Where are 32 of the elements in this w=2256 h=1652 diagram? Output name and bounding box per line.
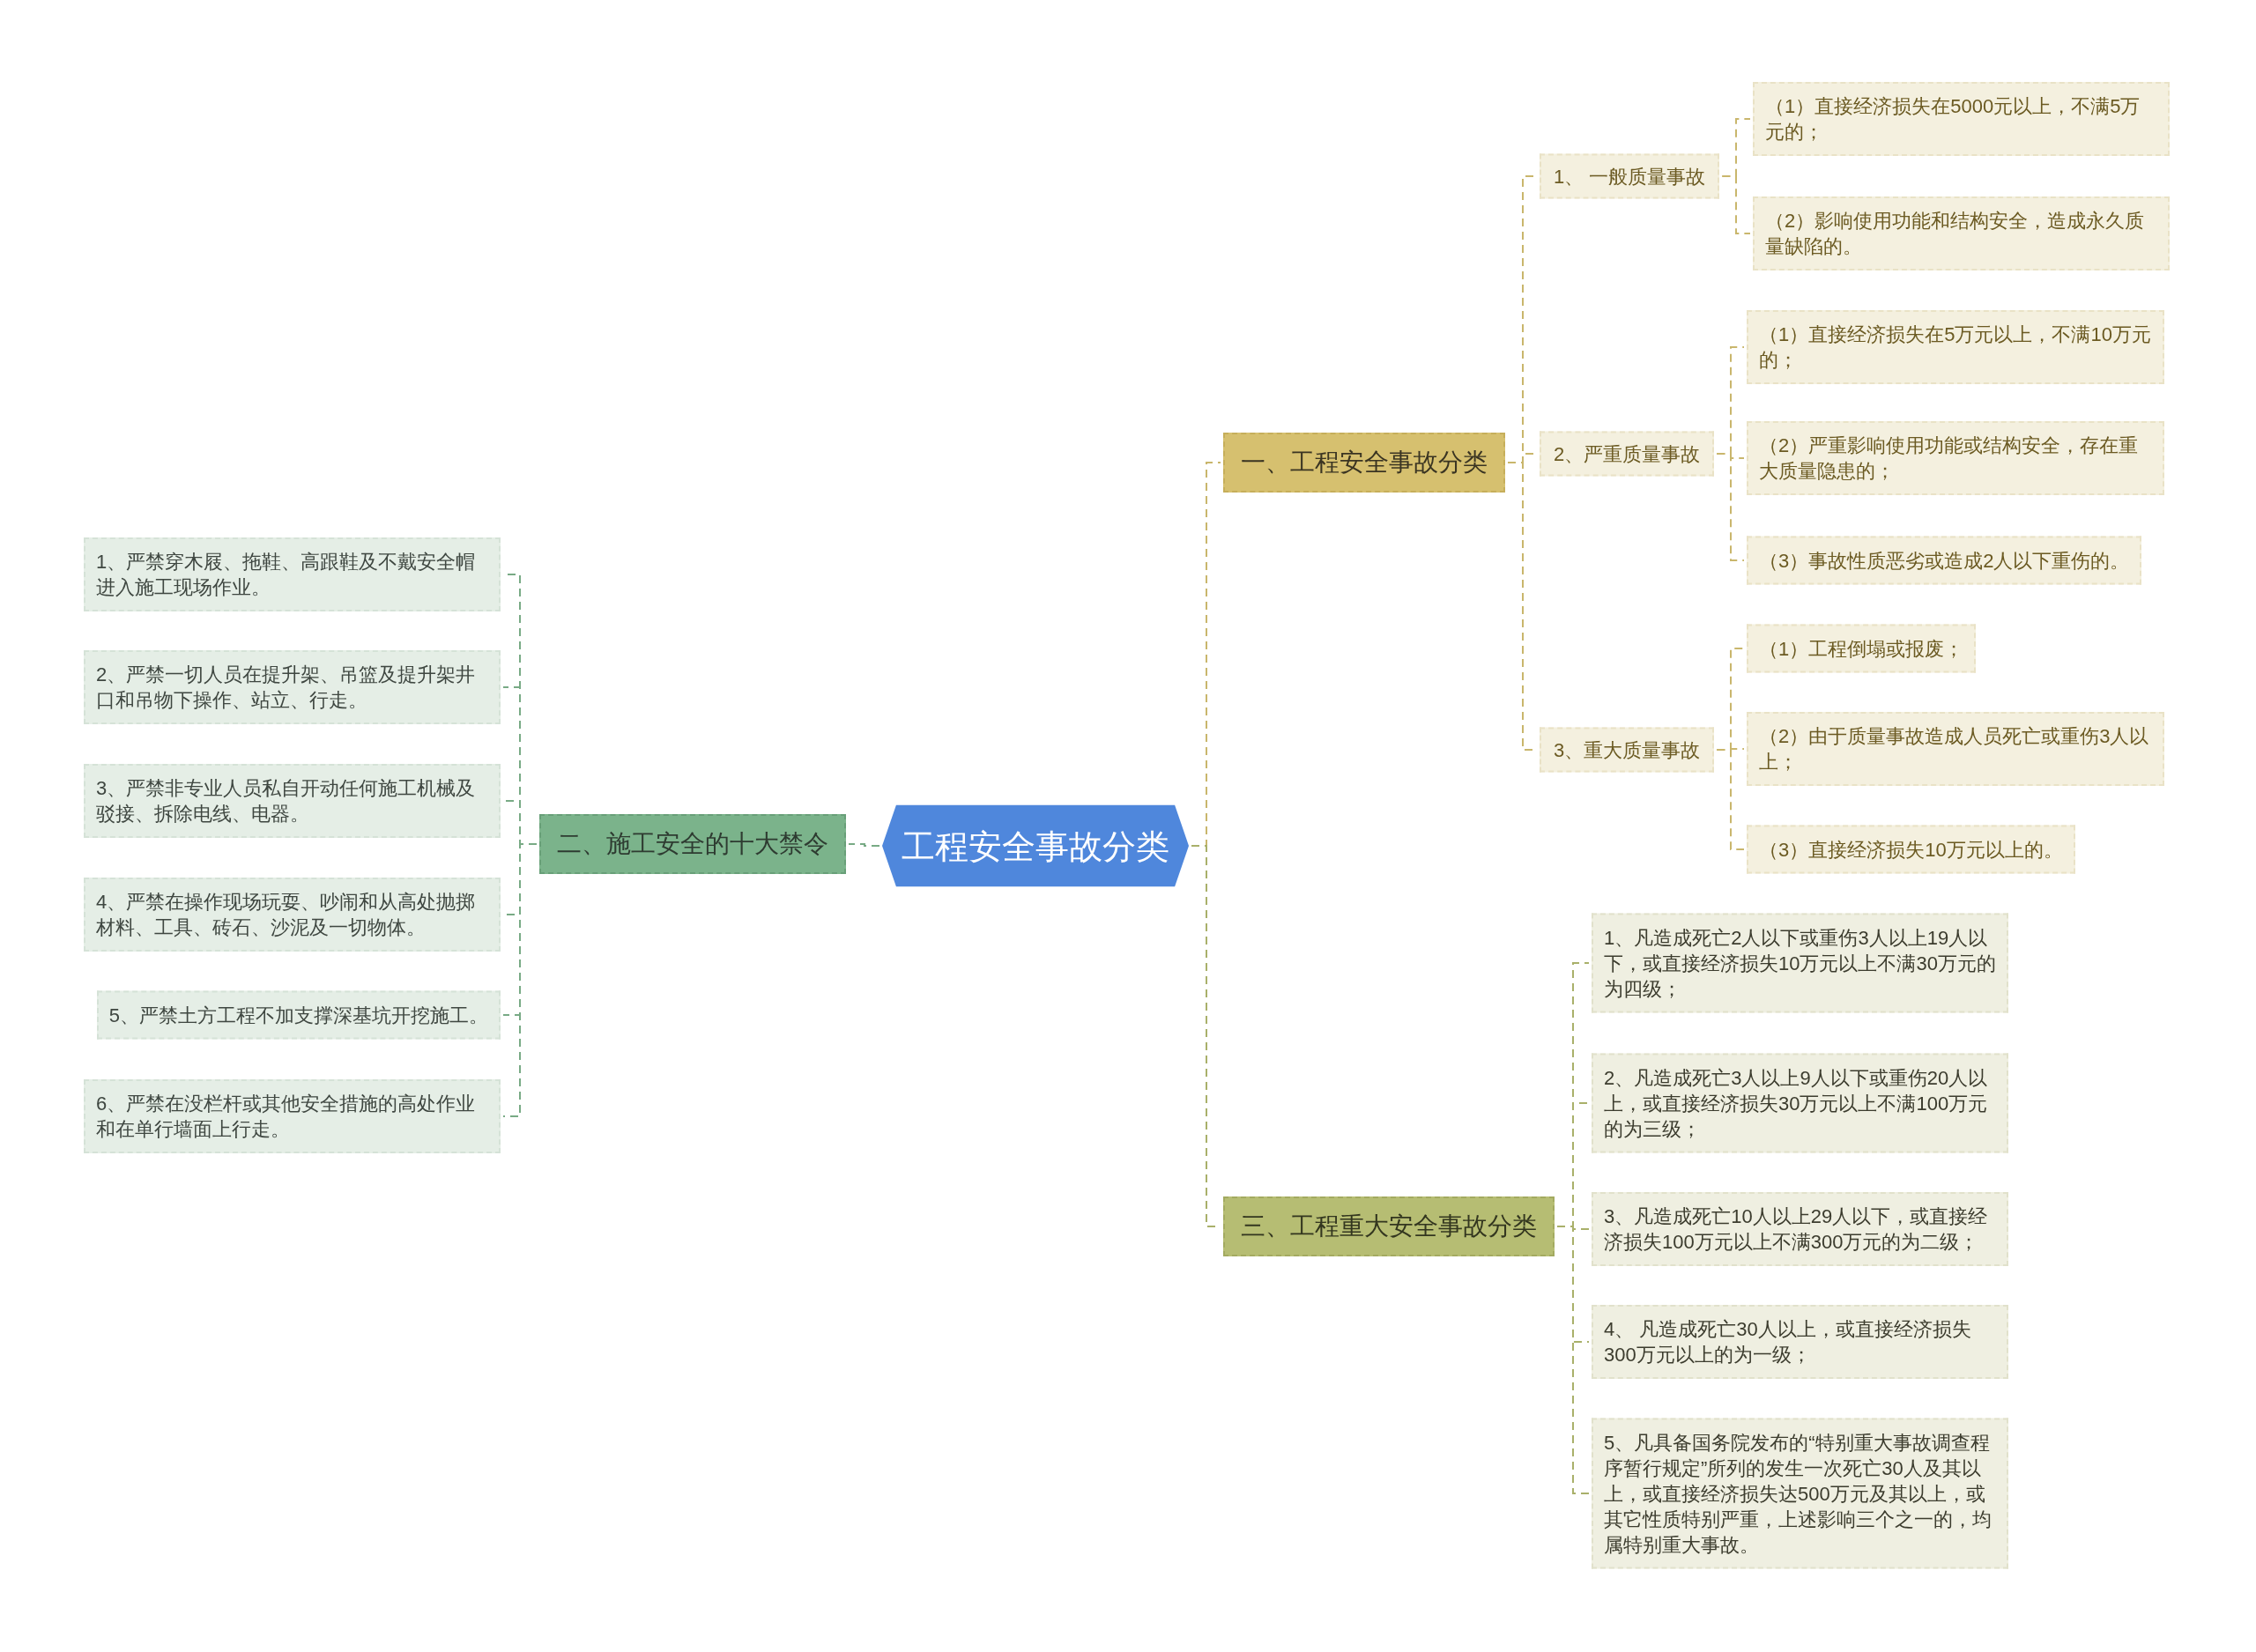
note-box: 6、严禁在没栏杆或其他安全措施的高处作业和在单行墙面上行走。 bbox=[84, 1079, 501, 1153]
note-box: 1、凡造成死亡2人以下或重伤3人以上19人以下，或直接经济损失10万元以上不满30万元的为四级； bbox=[1592, 913, 2008, 1013]
note-box: 4、 凡造成死亡30人以上，或直接经济损失300万元以上的为一级； bbox=[1592, 1305, 2008, 1379]
note-box: 5、严禁土方工程不加支撑深基坑开挖施工。 bbox=[96, 990, 501, 1040]
connector-line bbox=[1721, 175, 1751, 234]
topic-box: 一、工程安全事故分类 bbox=[1223, 433, 1505, 493]
note-box: 4、严禁在操作现场玩耍、吵闹和从高处抛掷材料、工具、砖石、沙泥及一切物体。 bbox=[84, 878, 501, 952]
topic-box: 二、施工安全的十大禁令 bbox=[539, 814, 846, 874]
central-topic: 工程安全事故分类 bbox=[882, 804, 1189, 887]
note-box: 3、严禁非专业人员私自开动任何施工机械及驳接、拆除电线、电器。 bbox=[84, 764, 501, 838]
subtopic-box: 2、严重质量事故 bbox=[1540, 431, 1715, 477]
subtopic-box: 3、重大质量事故 bbox=[1540, 727, 1715, 773]
note-box: 2、严禁一切人员在提升架、吊篮及提升架井口和吊物下操作、站立、行走。 bbox=[84, 650, 501, 724]
connector-line bbox=[1716, 749, 1745, 850]
note-box: 2、凡造成死亡3人以上9人以下或重伤20人以上，或直接经济损失30万元以上不满100万元的为三级； bbox=[1592, 1053, 2008, 1153]
subtopic-box: 1、 一般质量事故 bbox=[1540, 153, 1720, 199]
note-box: （2）影响使用功能和结构安全，造成永久质量缺陷的。 bbox=[1753, 196, 2170, 270]
connector-line bbox=[502, 843, 538, 1117]
note-box: （2）严重影响使用功能或结构安全，存在重大质量隐患的； bbox=[1747, 421, 2164, 495]
connector-line bbox=[848, 843, 880, 847]
note-box: （2）由于质量事故造成人员死亡或重伤3人以上； bbox=[1747, 712, 2164, 786]
note-box: 1、严禁穿木屐、拖鞋、高跟鞋及不戴安全帽进入施工现场作业。 bbox=[84, 537, 501, 611]
connector-line bbox=[1556, 1226, 1590, 1494]
connector-line bbox=[1716, 453, 1745, 561]
note-box: （3）直接经济损失10万元以上的。 bbox=[1747, 825, 2075, 874]
note-box: （3）事故性质恶劣或造成2人以下重伤的。 bbox=[1747, 536, 2142, 585]
note-box: 3、凡造成死亡10人以上29人以下，或直接经济损失100万元以上不满300万元的为二级； bbox=[1592, 1192, 2008, 1266]
note-box: 5、凡具备国务院发布的“特别重大事故调查程序暂行规定”所列的发生一次死亡30人及其以上，或直接经济损失达500万元及其以上，或其它性质特别严重，上述影响三个之一的，均属特别重大事故。 bbox=[1592, 1418, 2008, 1569]
note-box: （1）直接经济损失在5000元以上，不满5万元的； bbox=[1753, 82, 2170, 156]
note-box: （1）工程倒塌或报废； bbox=[1747, 624, 1977, 673]
note-box: （1）直接经济损失在5万元以上，不满10万元的； bbox=[1747, 310, 2164, 384]
topic-box: 三、工程重大安全事故分类 bbox=[1223, 1196, 1555, 1256]
